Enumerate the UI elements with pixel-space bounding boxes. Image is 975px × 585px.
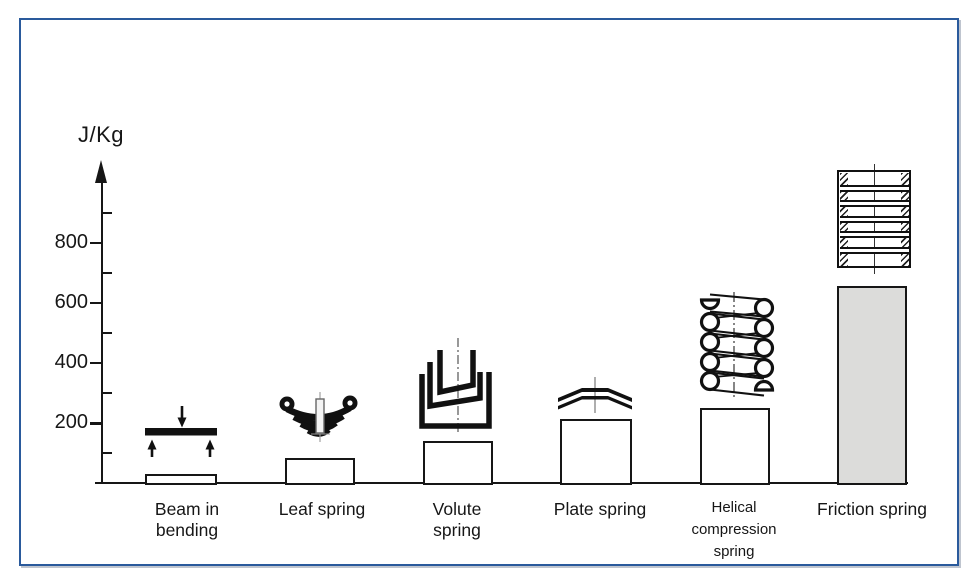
y-tick-label: 200	[54, 411, 88, 434]
helical-compression-spring-icon	[699, 292, 775, 400]
bar-leaf-spring	[285, 457, 355, 485]
plate-spring-icon	[558, 377, 632, 413]
y-tick-major	[90, 422, 102, 425]
category-label-friction-spring: Friction spring	[817, 499, 927, 519]
y-tick-major	[90, 241, 102, 245]
bar-plate-spring	[560, 418, 632, 485]
y-tick-minor	[103, 452, 113, 455]
friction-spring-ring-separator	[839, 184, 909, 192]
category-label-helical-compression-spring: Helical compression spring	[691, 499, 777, 560]
y-tick-minor	[103, 272, 113, 275]
friction-spring-ring-separator	[839, 246, 909, 254]
y-tick-minor	[103, 211, 113, 214]
y-axis	[100, 172, 104, 484]
y-tick-major	[90, 301, 102, 305]
bar-helical-compression-spring	[700, 408, 770, 485]
category-label-beam-in-bending: Beam in bending	[154, 499, 220, 540]
y-tick-major	[90, 362, 102, 365]
category-label-plate-spring: Plate spring	[553, 499, 647, 519]
y-tick-minor	[103, 392, 113, 395]
friction-spring-ring-separator	[839, 215, 909, 223]
y-tick-label: 400	[54, 351, 88, 374]
category-label-volute-spring: Volute spring	[432, 499, 482, 540]
friction-spring-body	[837, 170, 911, 268]
volute-spring-icon	[419, 338, 492, 434]
beam-in-bending-icon	[145, 406, 217, 457]
y-tick-label: 600	[54, 291, 88, 314]
y-tick-label: 800	[54, 231, 88, 254]
leaf-spring-icon	[279, 392, 358, 442]
x-axis-baseline	[95, 481, 908, 485]
bar-volute-spring	[423, 441, 493, 485]
y-axis-unit-label: J/Kg	[78, 122, 125, 147]
bar-friction-spring	[837, 286, 907, 485]
friction-spring-icon	[835, 164, 915, 274]
y-axis-arrow-icon	[95, 160, 107, 183]
friction-spring-ring-separator	[839, 200, 909, 207]
friction-spring-ring-separator	[839, 231, 909, 238]
y-tick-minor	[103, 332, 113, 335]
category-label-leaf-spring: Leaf spring	[278, 499, 366, 519]
bar-beam-in-bending	[145, 474, 217, 485]
